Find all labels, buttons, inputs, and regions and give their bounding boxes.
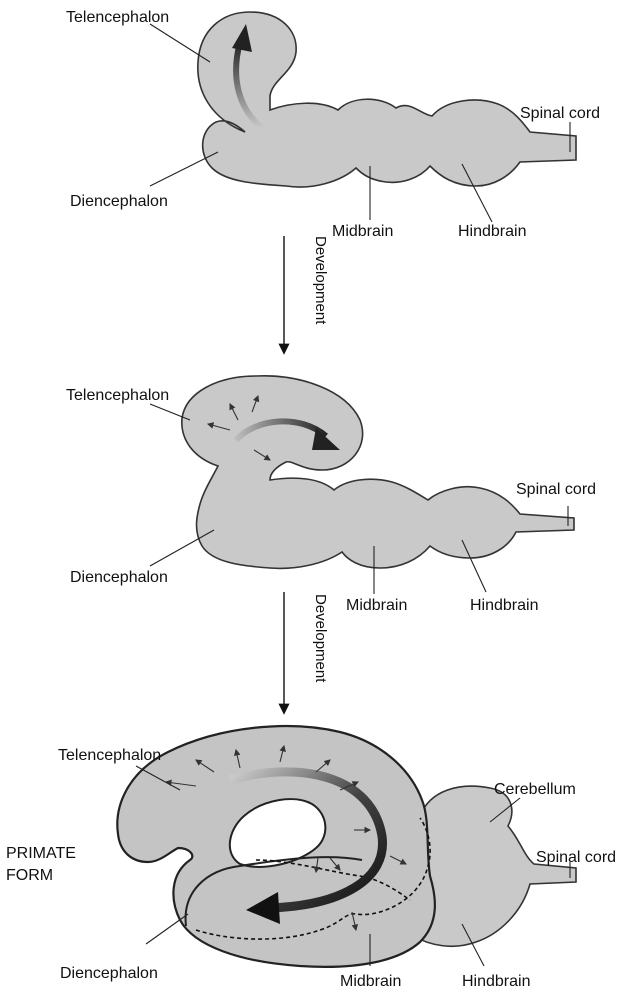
stage-3-hindbrain-label: Hindbrain — [462, 973, 530, 990]
stage-1-diencephalon-leader — [150, 152, 218, 186]
stage-2-telencephalon-label: Telencephalon — [66, 387, 169, 404]
stage-2-brain: Telencephalon Diencephalon Midbrain Hind… — [66, 376, 596, 614]
stage-3-primate-brain: PRIMATE FORM Telencephalon Cerebellum Sp… — [6, 726, 616, 990]
stage-1-spinal-cord-label: Spinal cord — [520, 105, 600, 122]
stage-1-diencephalon-label: Diencephalon — [70, 193, 168, 210]
stage-2-diencephalon-label: Diencephalon — [70, 569, 168, 586]
stage-2-midbrain-label: Midbrain — [346, 597, 407, 614]
stage-1-midbrain-label: Midbrain — [332, 223, 393, 240]
stage-3-spinal-cord-label: Spinal cord — [536, 849, 616, 866]
development-1-label: Development — [312, 236, 329, 325]
stage-3-diencephalon-leader — [146, 914, 188, 944]
stage-3-diencephalon-label: Diencephalon — [60, 965, 158, 982]
stage-3-telencephalon-label: Telencephalon — [58, 747, 161, 764]
stage-1-telencephalon-label: Telencephalon — [66, 9, 169, 26]
stage-2-hindbrain-label: Hindbrain — [470, 597, 538, 614]
stage-1-telencephalon-leader — [150, 24, 210, 62]
stage-1-hindbrain-label: Hindbrain — [458, 223, 526, 240]
development-arrow-2: Development — [284, 592, 329, 712]
stage-3-midbrain-label: Midbrain — [340, 973, 401, 990]
stage-1-outline — [198, 12, 576, 187]
stage-1-embryonic-brain: Telencephalon Diencephalon Midbrain Hind… — [66, 9, 600, 240]
development-2-label: Development — [312, 594, 329, 683]
development-arrow-1: Development — [284, 236, 329, 352]
stage-2-spinal-cord-label: Spinal cord — [516, 481, 596, 498]
stage-3-primate-form-line-2: FORM — [6, 867, 53, 884]
stage-3-primate-form-line-1: PRIMATE — [6, 845, 76, 862]
stage-2-outline — [182, 376, 574, 569]
stage-3-cerebellum-label: Cerebellum — [494, 781, 576, 798]
